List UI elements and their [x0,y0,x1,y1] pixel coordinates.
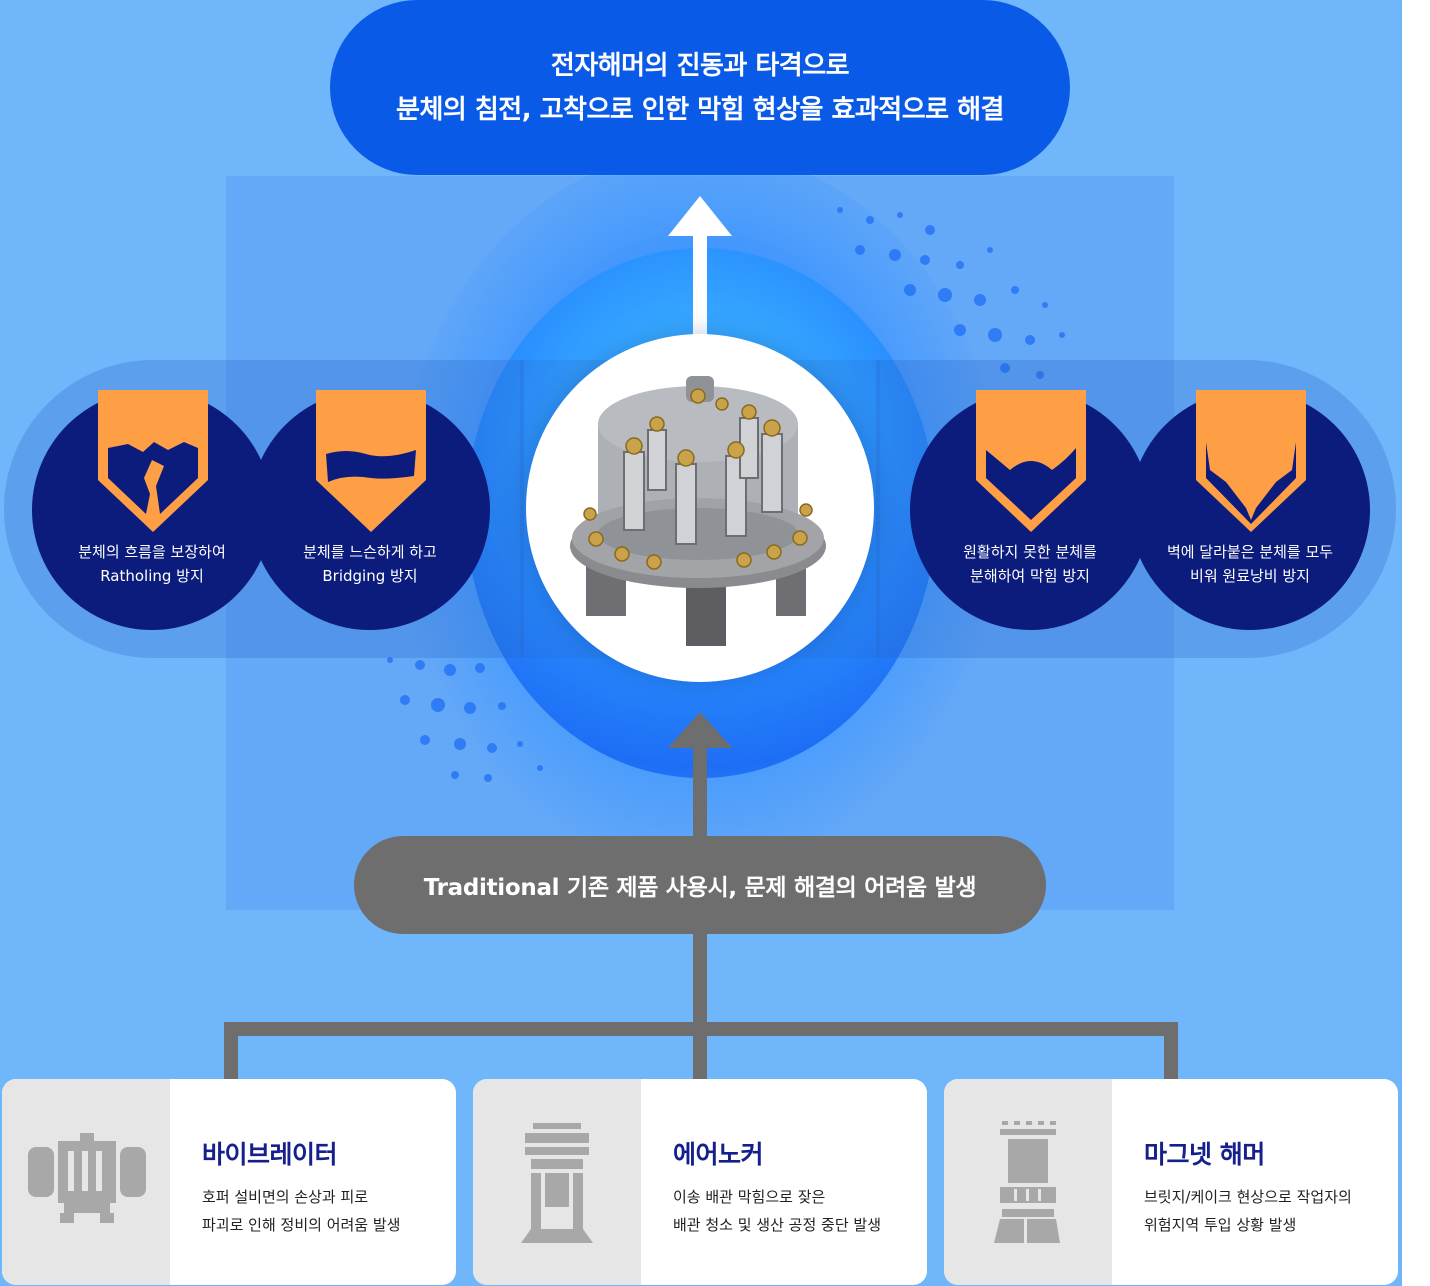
benefit-bridging-line2: Bridging 방지 [322,567,418,585]
benefit-bridging-line1: 분체를 느슨하게 하고 [303,543,437,561]
benefit-ratholing: 분체의 흐름을 보장하여 Ratholing 방지 [32,390,272,630]
headline-line-2: 분체의 침전, 고착으로 인한 막힘 현상을 효과적으로 해결 [396,94,1004,125]
connector-vertical-main [693,934,707,1080]
card-magnet-hammer-title: 마그넷 해머 [1144,1140,1265,1169]
arching-hopper-icon [976,390,1086,532]
magnet-hammer-icon [994,1121,1060,1243]
bridging-hopper-icon [316,390,426,532]
up-arrow-bottom-icon [668,712,732,836]
card-vibrator-icon-box [2,1079,170,1285]
connector-horizontal [224,1022,1178,1036]
card-air-knocker-desc2: 배관 청소 및 생산 공정 중단 발생 [673,1216,882,1234]
card-air-knocker-desc1: 이송 배관 막힘으로 잦은 [673,1188,826,1206]
card-vibrator: 바이브레이터 호퍼 설비면의 손상과 피로 파괴로 인해 정비의 어려움 발생 [2,1079,456,1285]
vibrator-icon [28,1133,146,1223]
electronic-hammer-illustration [570,376,826,646]
benefit-wall-buildup: 벽에 달라붙은 분체를 모두 비워 원료낭비 방지 [1130,390,1370,630]
card-vibrator-desc1: 호퍼 설비면의 손상과 피로 [202,1188,369,1206]
card-air-knocker-icon-box [473,1079,641,1285]
card-magnet-hammer-icon-box [944,1079,1112,1285]
traditional-problem-text: Traditional 기존 제품 사용시, 문제 해결의 어려움 발생 [423,875,977,901]
electronic-hammer-product-image [526,334,874,682]
ratholing-hopper-icon [98,390,208,532]
benefit-bridging: 분체를 느슨하게 하고 Bridging 방지 [250,390,490,630]
card-air-knocker: 에어노커 이송 배관 막힘으로 잦은 배관 청소 및 생산 공정 중단 발생 [473,1079,927,1285]
benefit-ratholing-line1: 분체의 흐름을 보장하여 [78,543,226,561]
benefit-arching-line2: 분해하여 막힘 방지 [970,567,1090,585]
benefit-arching-line1: 원활하지 못한 분체를 [963,543,1097,561]
card-vibrator-title: 바이브레이터 [202,1140,338,1169]
card-magnet-hammer-desc1: 브릿지/케이크 현상으로 작업자의 [1144,1188,1352,1206]
benefit-wall-buildup-line1: 벽에 달라붙은 분체를 모두 [1166,543,1334,561]
headline-line-1: 전자해머의 진동과 타격으로 [550,50,850,81]
benefit-ratholing-line2: Ratholing 방지 [100,567,204,585]
wall-buildup-hopper-icon [1196,390,1306,532]
card-air-knocker-title: 에어노커 [673,1140,764,1169]
benefit-arching: 원활하지 못한 분체를 분해하여 막힘 방지 [910,390,1150,630]
connector-left-drop [224,1022,238,1080]
card-magnet-hammer: 마그넷 해머 브릿지/케이크 현상으로 작업자의 위험지역 투입 상황 발생 [944,1079,1398,1285]
solution-headline: 전자해머의 진동과 타격으로 분체의 침전, 고착으로 인한 막힘 현상을 효과… [330,0,1070,175]
halftone-dots-top-right [837,207,1065,379]
card-vibrator-desc2: 파괴로 인해 정비의 어려움 발생 [202,1216,401,1234]
connector-right-drop [1164,1022,1178,1080]
air-knocker-icon [521,1123,593,1243]
halftone-dots-bottom-left [387,657,543,782]
benefit-wall-buildup-line2: 비워 원료낭비 방지 [1190,567,1310,585]
traditional-problem-label: Traditional 기존 제품 사용시, 문제 해결의 어려움 발생 [354,836,1046,934]
card-magnet-hammer-desc2: 위험지역 투입 상황 발생 [1144,1216,1297,1234]
